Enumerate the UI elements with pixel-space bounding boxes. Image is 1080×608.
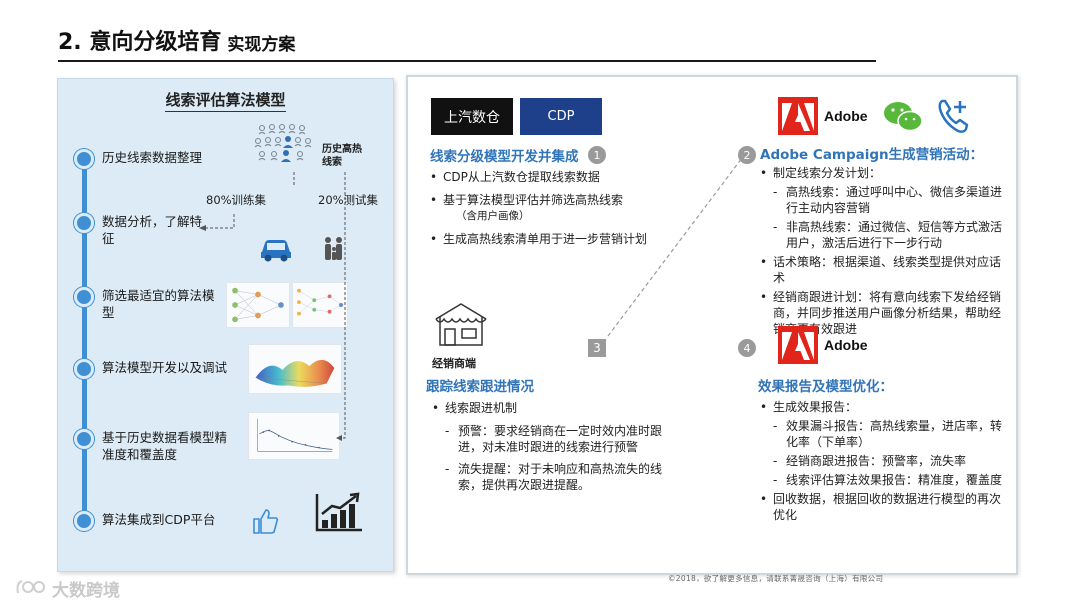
list-item: 非高热线索：通过微信、短信等方式激活用户，激活后进行下一步行动 [760,219,1012,251]
watermark: 大数跨境 [14,576,120,601]
list-item: 制定线索分发计划： [760,165,1012,181]
list-item: 基于算法模型评估并筛选高热线索 [430,192,665,208]
dealer-label: 经销商端 [432,355,476,371]
adobe-wordmark: Adobe [824,108,868,124]
list-item: 生成高热线索清单用于进一步营销计划 [430,231,665,247]
slide-title: 2. 意向分级培育 [58,24,221,56]
saic-data-warehouse-tag: 上汽数仓 [431,98,513,135]
section-4-title: 效果报告及模型优化： [758,375,893,395]
adobe-icon [778,97,818,135]
family-icon [322,235,348,263]
panel-title: 线索评估算法模型 [165,91,285,112]
timeline-dot [74,149,94,169]
growth-chart-icon [314,492,364,532]
timeline-dot [74,511,94,531]
step-3: 筛选最适宜的算法模型 [74,287,222,321]
list-item: 话术策略：根据渠道、线索类型提供对应话术 [760,254,1012,286]
copyright-text: ©2018，欲了解更多信息，请联系菁晟咨询（上海）有限公司 [668,573,883,584]
timeline-dot [74,359,94,379]
list-item: 流失提醒：对于未响应和高热流失的线索，提供再次跟进提醒。 [432,461,672,493]
adobe-logo: Adobe [778,97,868,135]
car-icon [258,236,294,262]
section-2-title: Adobe Campaign生成营销活动： [760,143,983,163]
accuracy-chart-thumbnail [248,412,340,460]
list-item: 预警：要求经销商在一定时效内准时跟进，对未准时跟进的线索进行预警 [432,423,672,455]
section-3-list: 线索跟进机制 预警：要求经销商在一定时效内准时跟进，对未准时跟进的线索进行预警 … [432,400,672,499]
cdp-tag: CDP [520,98,602,135]
historical-leads-label: 历史高热线索 [322,143,362,169]
step-4: 算法模型开发以及调试 [74,359,227,379]
wechat-icon [882,99,924,135]
crowd-icon [252,122,314,170]
timeline-dot [74,429,94,449]
adobe-wordmark: Adobe [824,337,868,353]
step-label: 历史线索数据整理 [102,149,232,166]
section-3-title: 跟踪线索跟进情况 [426,375,534,395]
section-2-list: 制定线索分发计划： 高热线索：通过呼叫中心、微信多渠道进行主动内容营销 非高热线… [760,165,1012,340]
section-2-number: 2 [738,146,756,164]
watermark-text: 大数跨境 [52,576,120,601]
section-4-number: 4 [738,339,756,357]
section-1-number: 1 [588,146,606,164]
step-6: 算法集成到CDP平台 [74,511,242,531]
step-5: 基于历史数据看模型精准度和覆盖度 [74,429,232,463]
train-split-label: 80%训练集 [206,192,266,208]
section-4-list: 生成效果报告： 效果漏斗报告：高热线索量，进店率，转化率（下单率） 经销商跟进报… [760,399,1010,526]
step-label: 算法模型开发以及调试 [102,359,227,376]
section-1-title: 线索分级模型开发并集成 [430,145,579,165]
slide-title-bar: 2. 意向分级培育 实现方案 [58,28,876,62]
surface-plot-thumbnail [248,344,342,394]
test-split-label: 20%测试集 [318,192,378,208]
section-1-list: CDP从上汽数仓提取线索数据 基于算法模型评估并筛选高热线索 （含用户画像） 生… [430,169,665,254]
list-item: 效果漏斗报告：高热线索量，进店率，转化率（下单率） [760,418,1010,450]
section-3-number: 3 [588,339,606,357]
timeline-line [82,157,87,521]
step-label: 基于历史数据看模型精准度和覆盖度 [102,429,232,463]
deep-network-diagram [292,282,348,328]
step-label: 筛选最适宜的算法模型 [102,287,222,321]
timeline-dot [74,287,94,307]
step-label: 算法集成到CDP平台 [102,511,242,528]
timeline-dot [74,213,94,233]
slide-subtitle: 实现方案 [227,30,295,55]
thumbs-up-icon [250,506,280,536]
adobe-logo-2: Adobe [778,326,868,364]
step-label: 数据分析，了解特征 [102,213,202,247]
list-item: CDP从上汽数仓提取线索数据 [430,169,665,185]
list-item: 经销商跟进报告：预警率，流失率 [760,453,1010,469]
step-1: 历史线索数据整理 [74,149,232,169]
watermark-logo-icon [14,577,48,601]
list-item: 高热线索：通过呼叫中心、微信多渠道进行主动内容营销 [760,184,1012,216]
dealer-store-icon [432,301,490,349]
phone-call-icon [936,97,972,135]
list-item: 生成效果报告： [760,399,1010,415]
implementation-panel: 上汽数仓 CDP 线索分级模型开发并集成 1 CDP从上汽数仓提取线索数据 基于… [406,75,1018,575]
adobe-icon [778,326,818,364]
step-2: 数据分析，了解特征 [74,213,202,247]
list-item-note: （含用户画像） [430,208,665,224]
neural-network-diagram [226,282,290,328]
list-item: 线索评估算法效果报告：精准度，覆盖度 [760,472,1010,488]
list-item: 回收数据，根据回收的数据进行模型的再次优化 [760,491,1010,523]
list-item: 线索跟进机制 [432,400,672,416]
